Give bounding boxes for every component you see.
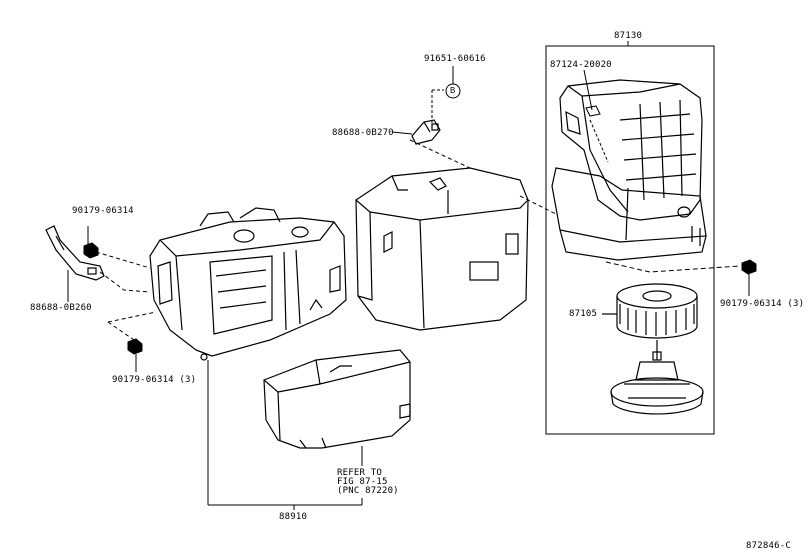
dashed-leader-right-nut xyxy=(605,261,741,273)
dashed-link-bracket xyxy=(409,139,471,169)
clip-87124 xyxy=(585,105,601,117)
label-87130: 87130 xyxy=(614,31,643,41)
circle-b-marker xyxy=(445,83,461,99)
figure-id: 872846-C xyxy=(746,541,791,551)
note-line-3: (PNC 87220) xyxy=(337,486,399,496)
nut-90179-right xyxy=(741,259,757,275)
assembly-frame-87130 xyxy=(545,41,715,435)
label-90179-lower-left: 90179-06314 (3) xyxy=(112,375,197,385)
duct-88910 xyxy=(263,349,411,449)
upper-case-housing xyxy=(551,79,707,261)
dashed-left-bracket xyxy=(99,271,151,293)
label-88910: 88910 xyxy=(279,512,308,522)
dashed-lower-nut-2 xyxy=(107,311,157,323)
nut-90179-left xyxy=(83,242,99,259)
label-91651: 91651-60616 xyxy=(424,54,486,64)
label-88688-top: 88688-0B270 xyxy=(332,128,394,138)
bracket-88688-0B260 xyxy=(45,225,105,281)
label-90179-right: 90179-06314 (3) xyxy=(720,299,805,309)
note-line-2: FIG 87-15 xyxy=(337,477,388,487)
dashed-left-nut xyxy=(95,251,151,269)
label-88688-left: 88688-0B260 xyxy=(30,303,92,313)
dashed-lower-nut xyxy=(107,321,135,341)
clip-dashed-path xyxy=(589,119,609,163)
bracket-88688-0B270 xyxy=(411,119,441,145)
circle-b-label: B xyxy=(450,86,456,95)
note-line-1: REFER TO xyxy=(337,468,382,478)
blower-fan-87105 xyxy=(602,283,698,339)
leader-87124 xyxy=(583,69,593,111)
leader-88910 xyxy=(207,360,363,510)
label-87124: 87124-20020 xyxy=(550,60,612,70)
nut-90179-lower-left xyxy=(127,338,143,355)
dashed-link-case xyxy=(519,195,557,215)
label-90179-left: 90179-06314 xyxy=(72,206,134,216)
blower-motor xyxy=(610,340,704,415)
evaporator-case xyxy=(355,167,529,331)
leader-88688-top xyxy=(391,131,413,135)
label-87105: 87105 xyxy=(569,309,598,319)
heater-case-left xyxy=(149,207,347,361)
